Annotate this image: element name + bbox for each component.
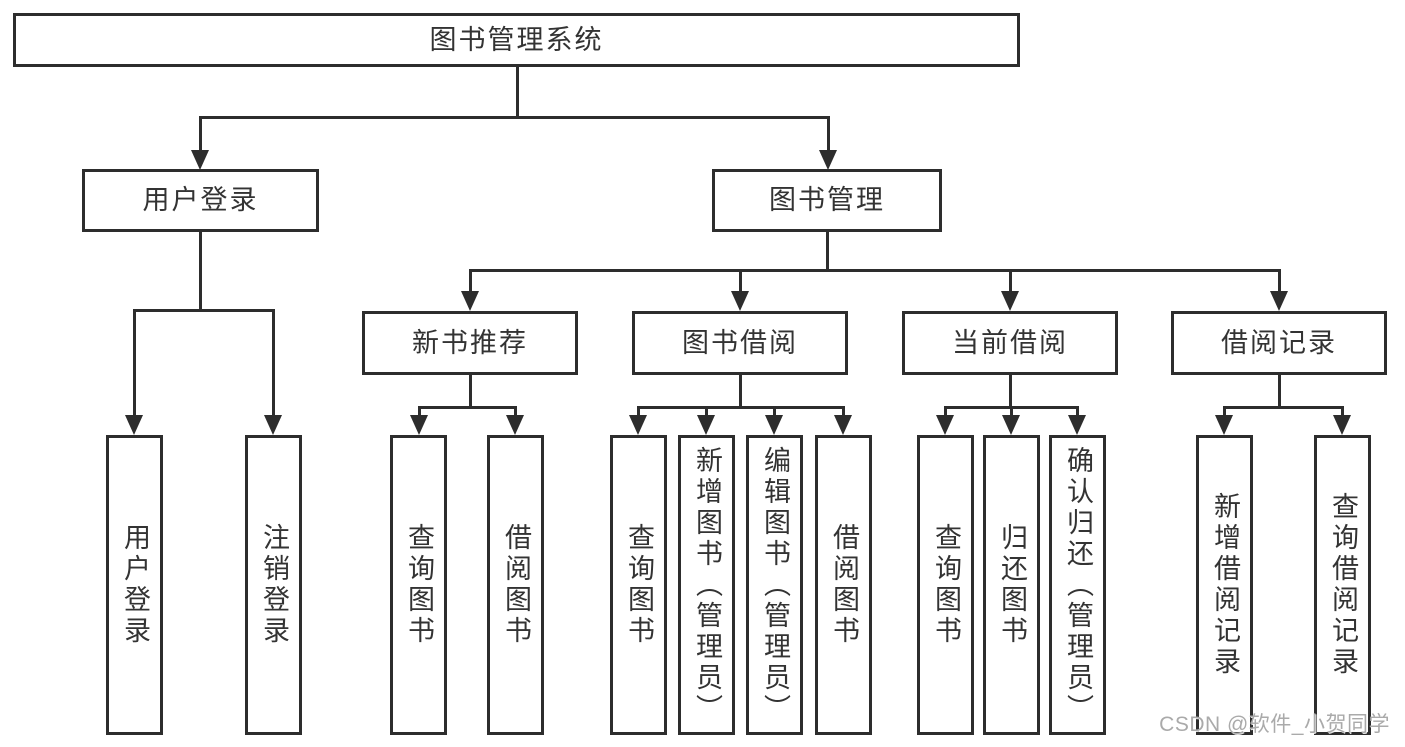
leaf-borrow-books-recommend: 借阅图书 <box>487 435 544 735</box>
arrow-down-icon <box>410 415 428 435</box>
arrow-down-icon <box>629 415 647 435</box>
leaf-query-books-current: 查询图书 <box>917 435 974 735</box>
connector-drop-leaf <box>1010 406 1013 417</box>
connector-level2-rail <box>199 116 830 119</box>
connector-drop-leaf <box>944 406 947 417</box>
node-borrow-records: 借阅记录 <box>1171 311 1387 375</box>
connector-current-stub <box>1009 374 1012 408</box>
leaf-confirm-return-admin: 确认归还（管理员） <box>1049 435 1106 735</box>
arrow-down-icon <box>697 415 715 435</box>
leaf-query-books-borrow-label: 查询图书 <box>624 523 654 647</box>
connector-bookmgmt-stub <box>826 231 829 272</box>
node-book-borrow: 图书借阅 <box>632 311 848 375</box>
leaf-query-borrow-record: 查询借阅记录 <box>1314 435 1371 735</box>
connector-drop-l3 <box>469 269 472 295</box>
connector-drop-l3 <box>1009 269 1012 295</box>
leaf-user-login: 用户登录 <box>106 435 163 735</box>
node-user-login: 用户登录 <box>82 169 319 232</box>
connector-records-stub <box>1278 374 1281 408</box>
leaf-borrow-books-recommend-label: 借阅图书 <box>501 523 531 647</box>
connector-drop-leaf <box>133 309 136 419</box>
node-new-book-recommend: 新书推荐 <box>362 311 578 375</box>
arrow-down-icon <box>765 415 783 435</box>
connector-drop-l3 <box>1278 269 1281 295</box>
connector-userlogin-stub <box>199 231 202 312</box>
leaf-return-books-label: 归还图书 <box>997 523 1027 647</box>
arrow-down-icon <box>125 415 143 435</box>
arrow-down-icon <box>191 150 209 170</box>
leaf-borrow-books: 借阅图书 <box>815 435 872 735</box>
csdn-watermark: CSDN @软件_小贺同学 <box>1159 713 1390 736</box>
leaf-query-borrow-record-label: 查询借阅记录 <box>1328 492 1358 678</box>
leaf-confirm-return-admin-label: 确认归还（管理员） <box>1063 445 1093 725</box>
arrow-down-icon <box>1001 291 1019 311</box>
node-root-label: 图书管理系统 <box>429 24 604 55</box>
arrow-down-icon <box>1068 415 1086 435</box>
leaf-logout-label: 注销登录 <box>259 523 289 647</box>
node-current-borrow-label: 当前借阅 <box>952 327 1068 358</box>
connector-drop-leaf <box>418 406 421 417</box>
leaf-add-book-admin: 新增图书（管理员） <box>678 435 735 735</box>
leaf-edit-book-admin: 编辑图书（管理员） <box>746 435 803 735</box>
node-root: 图书管理系统 <box>13 13 1020 67</box>
connector-drop-leaf <box>514 406 517 417</box>
connector-borrow-stub <box>739 374 742 408</box>
leaf-logout: 注销登录 <box>245 435 302 735</box>
connector-level3-rail <box>469 269 1281 272</box>
node-user-login-label: 用户登录 <box>142 185 259 215</box>
arrow-down-icon <box>1215 415 1233 435</box>
arrow-down-icon <box>819 150 837 170</box>
node-new-book-recommend-label: 新书推荐 <box>412 327 528 358</box>
leaf-borrow-books-label: 借阅图书 <box>829 523 859 647</box>
leaf-edit-book-admin-label: 编辑图书（管理员） <box>760 445 790 725</box>
connector-newbook-rail <box>418 406 517 409</box>
connector-drop-leaf <box>1341 406 1344 417</box>
leaf-query-books-recommend-label: 查询图书 <box>404 523 434 647</box>
connector-newbook-stub <box>469 374 472 408</box>
connector-drop-leaf <box>272 309 275 419</box>
connector-drop-leaf <box>842 406 845 417</box>
connector-borrow-rail <box>637 406 845 409</box>
node-borrow-records-label: 借阅记录 <box>1221 327 1337 358</box>
arrow-down-icon <box>461 291 479 311</box>
leaf-query-books-current-label: 查询图书 <box>931 523 961 647</box>
arrow-down-icon <box>834 415 852 435</box>
node-book-borrow-label: 图书借阅 <box>682 327 798 358</box>
connector-drop-book-management <box>827 116 830 154</box>
connector-userlogin-rail <box>133 309 275 312</box>
leaf-return-books: 归还图书 <box>983 435 1040 735</box>
connector-records-rail <box>1223 406 1344 409</box>
connector-drop-leaf <box>705 406 708 417</box>
connector-drop-user-login <box>199 116 202 154</box>
arrow-down-icon <box>1270 291 1288 311</box>
arrow-down-icon <box>264 415 282 435</box>
arrow-down-icon <box>506 415 524 435</box>
leaf-add-borrow-record: 新增借阅记录 <box>1196 435 1253 735</box>
connector-drop-leaf <box>773 406 776 417</box>
connector-drop-l3 <box>739 269 742 295</box>
arrow-down-icon <box>731 291 749 311</box>
leaf-user-login-label: 用户登录 <box>120 523 150 647</box>
connector-drop-leaf <box>1076 406 1079 417</box>
leaf-query-books-recommend: 查询图书 <box>390 435 447 735</box>
arrow-down-icon <box>1002 415 1020 435</box>
arrow-down-icon <box>936 415 954 435</box>
node-current-borrow: 当前借阅 <box>902 311 1118 375</box>
node-book-management: 图书管理 <box>712 169 942 232</box>
leaf-query-books-borrow: 查询图书 <box>610 435 667 735</box>
leaf-add-book-admin-label: 新增图书（管理员） <box>692 445 722 725</box>
leaf-add-borrow-record-label: 新增借阅记录 <box>1210 492 1240 678</box>
connector-drop-leaf <box>1223 406 1226 417</box>
arrow-down-icon <box>1333 415 1351 435</box>
node-book-management-label: 图书管理 <box>769 185 885 215</box>
connector-root-stub <box>516 67 519 119</box>
connector-drop-leaf <box>637 406 640 417</box>
